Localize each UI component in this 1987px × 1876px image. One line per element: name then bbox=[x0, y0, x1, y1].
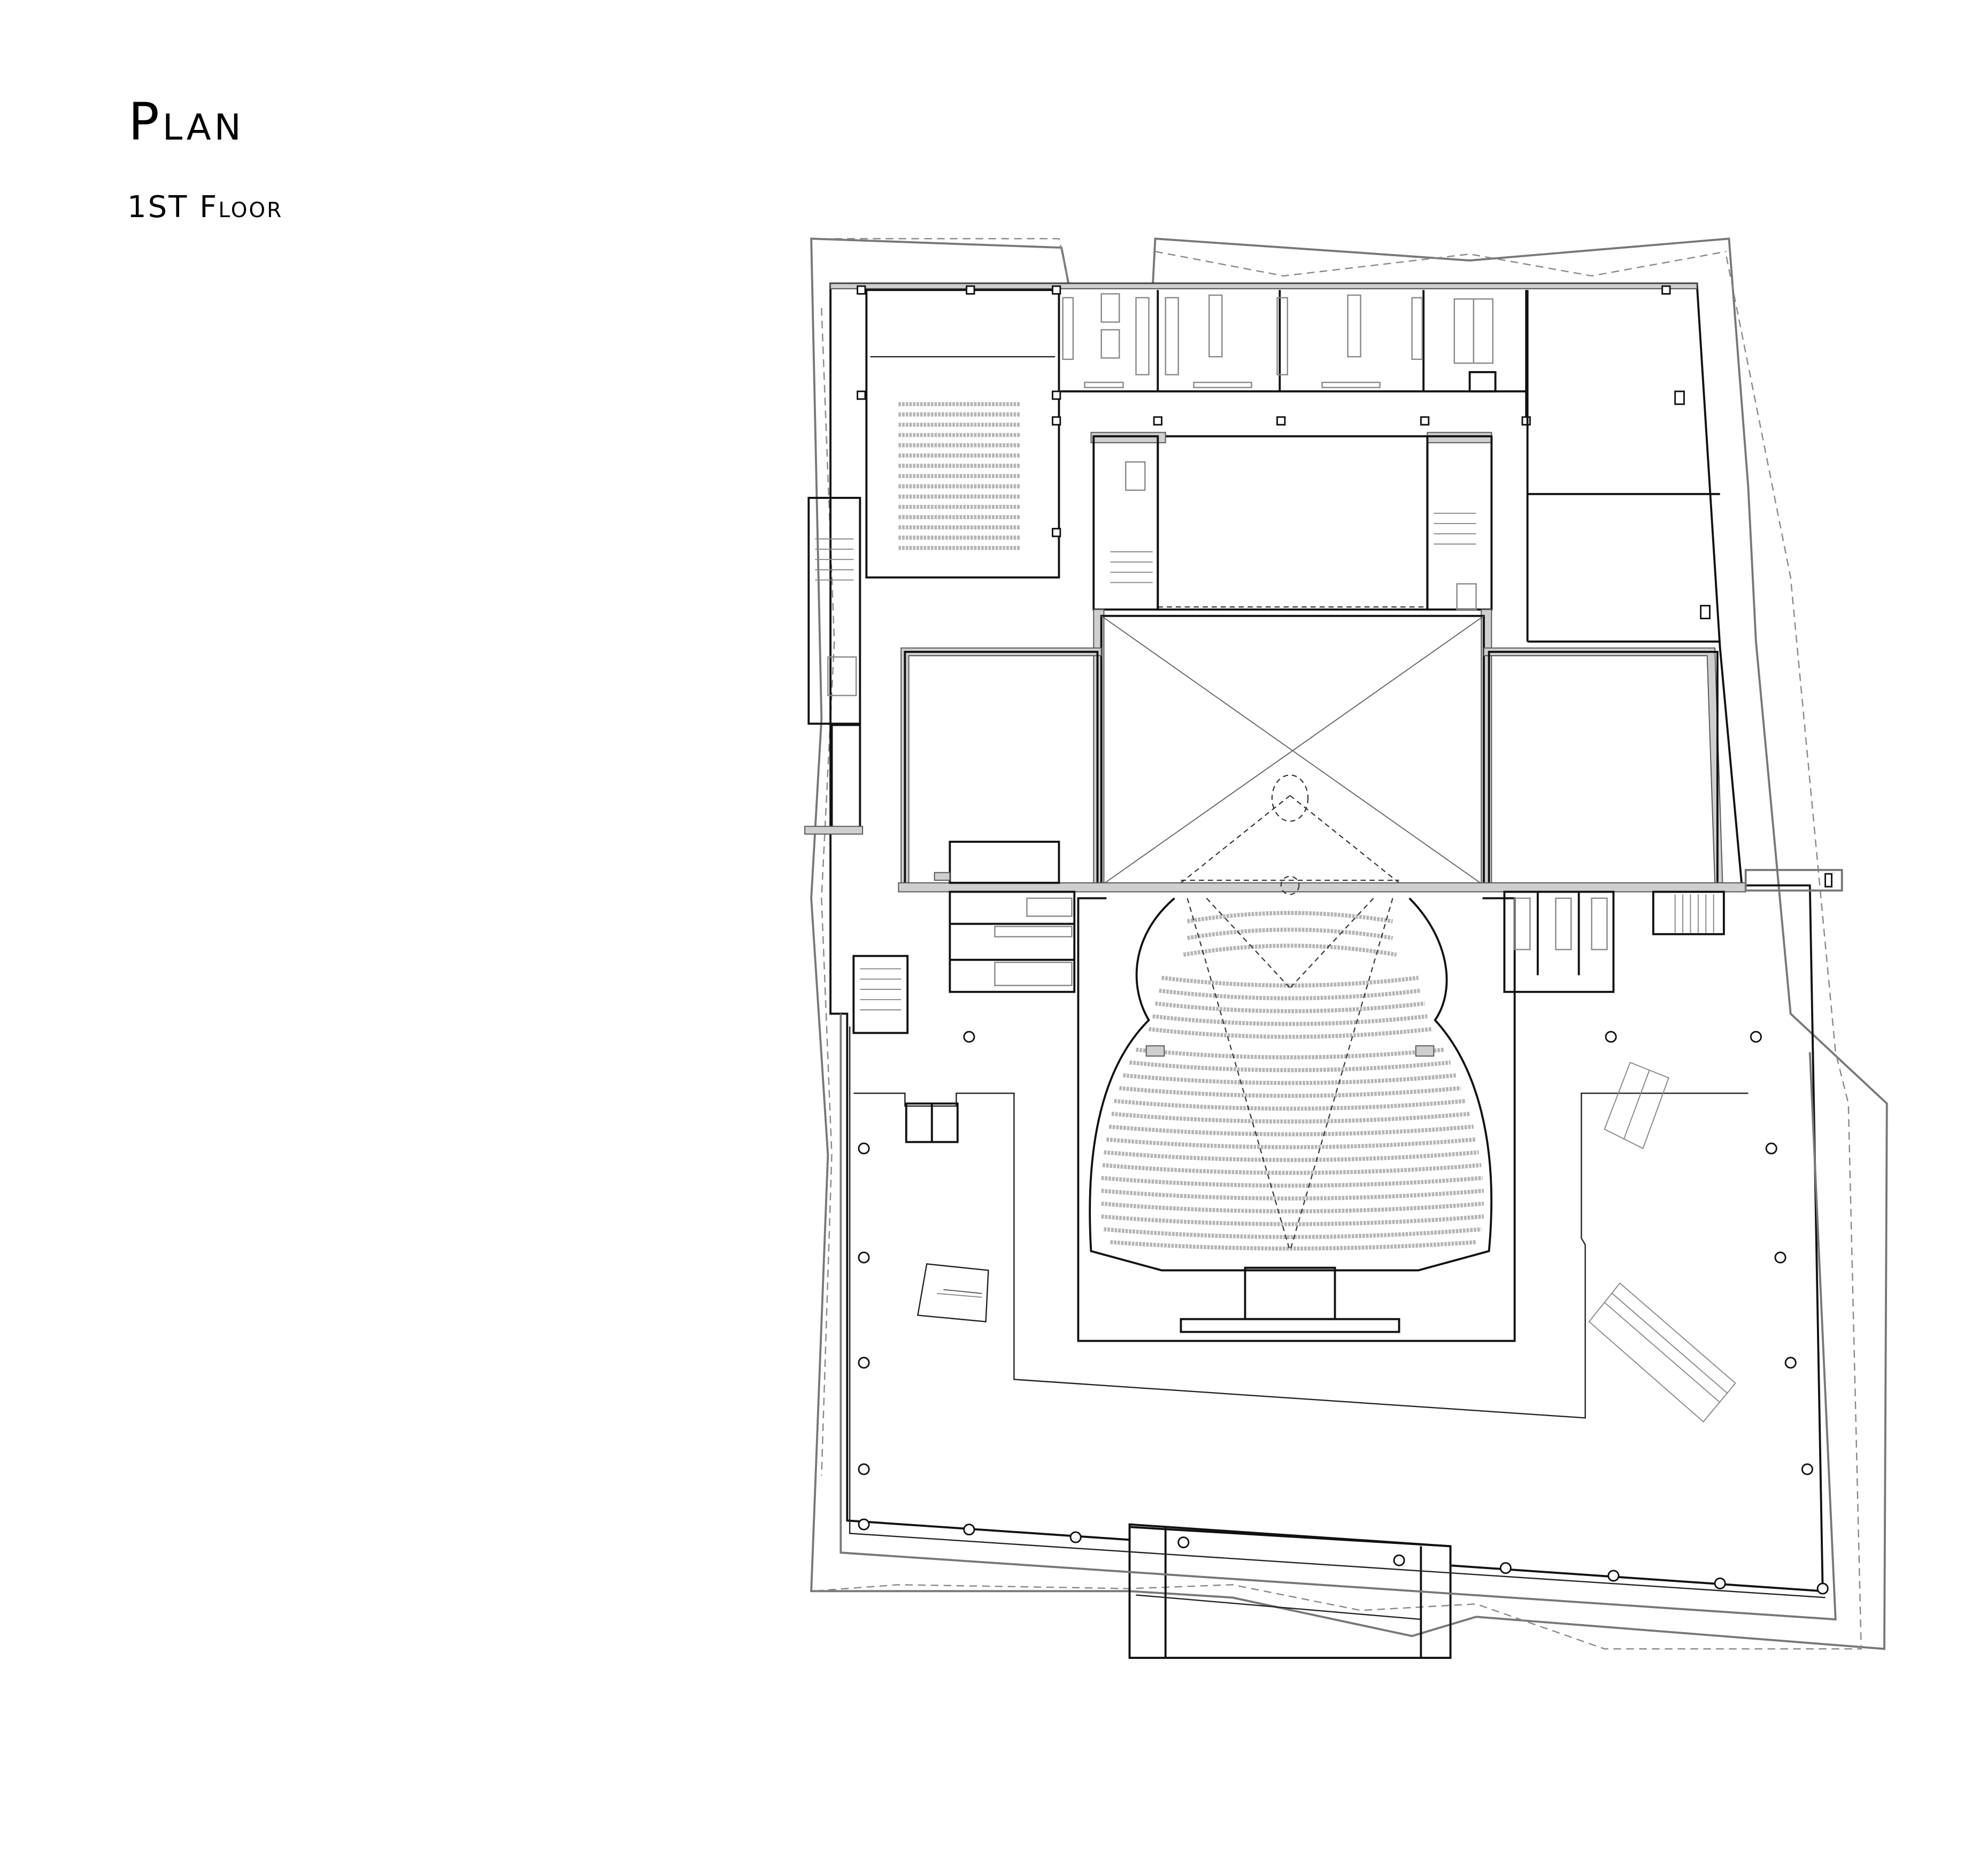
wheelchair-seats-left bbox=[1145, 1045, 1165, 1057]
stair-plaza-upper-right bbox=[1604, 1062, 1669, 1149]
stage-center-marker bbox=[1280, 875, 1300, 895]
lobby-restrooms-right bbox=[1503, 890, 1615, 993]
stair-right-lobby bbox=[1652, 890, 1725, 935]
auditorium bbox=[1077, 897, 1516, 1342]
backstage-room bbox=[934, 841, 1060, 884]
rehearsal-seating bbox=[898, 402, 1021, 550]
drawing-title: Plan bbox=[128, 92, 244, 152]
classrooms bbox=[1051, 285, 1671, 426]
wheelchair-seats-right bbox=[1415, 1045, 1435, 1057]
side-stage-right bbox=[1483, 647, 1723, 887]
control-booth bbox=[1244, 1266, 1336, 1320]
east-canopy-arm bbox=[1744, 868, 1843, 892]
stair-left-lobby bbox=[852, 955, 909, 1034]
stage-fly-tower bbox=[1093, 609, 1492, 890]
stair-plaza-left bbox=[917, 1263, 989, 1323]
stage-cores bbox=[1092, 435, 1493, 611]
restrooms-north bbox=[1453, 298, 1497, 393]
site-outline bbox=[810, 237, 1888, 1650]
left-service-core bbox=[804, 497, 864, 835]
escalator-plaza-right bbox=[1588, 1282, 1736, 1423]
stair-left-core bbox=[815, 538, 854, 581]
offices-right bbox=[1526, 290, 1720, 643]
auditorium-orchestra-seats bbox=[1101, 975, 1484, 1251]
proscenium-wall bbox=[898, 882, 1746, 893]
entry-canopy bbox=[1128, 1523, 1452, 1659]
perimeter-columns bbox=[858, 1031, 1829, 1595]
auditorium-entry-vestibule bbox=[1180, 1318, 1400, 1333]
floor-label: 1ST Floor bbox=[127, 190, 283, 225]
lobby-restrooms-left bbox=[949, 890, 1076, 993]
turntable-marker bbox=[1271, 774, 1309, 822]
building-perimeter bbox=[829, 282, 1824, 1593]
auditorium-balcony-seats bbox=[1183, 911, 1397, 957]
perimeter-railing bbox=[840, 1013, 1837, 1621]
elevator-left bbox=[827, 656, 857, 696]
side-stage-left bbox=[900, 647, 1102, 887]
plaza bbox=[853, 1093, 1749, 1419]
rehearsal-hall bbox=[857, 285, 1061, 579]
